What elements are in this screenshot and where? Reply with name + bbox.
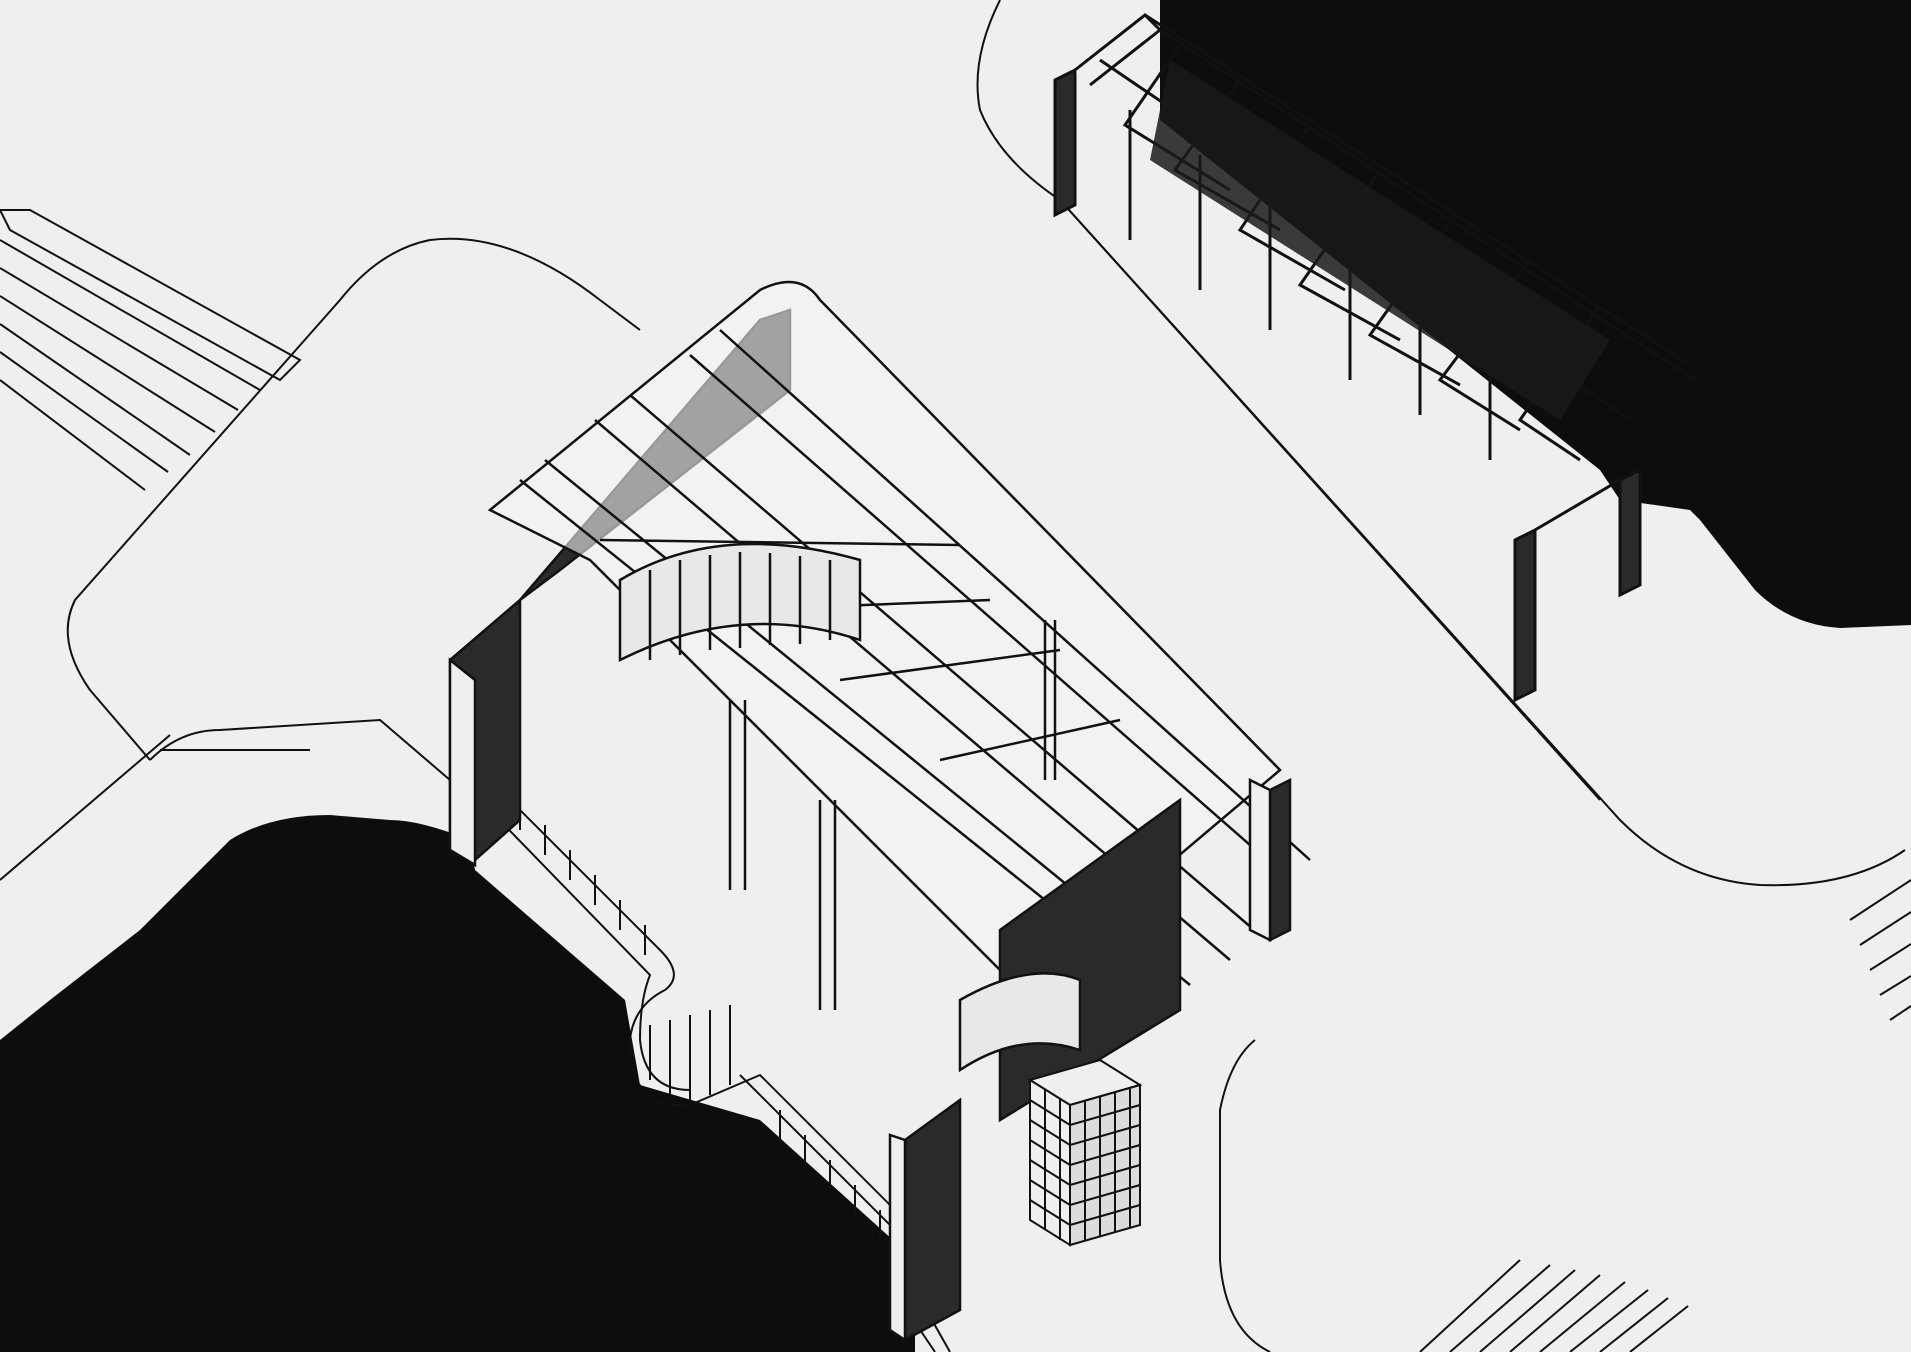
main-pavilion: [448, 280, 1311, 1343]
small-kiosk-tower: [1027, 1058, 1143, 1247]
canopy-left-pier: [1053, 67, 1077, 218]
upper-left-crosswalk: [0, 209, 302, 491]
street-curb-line: [976, 0, 1906, 887]
lower-right-crosswalk: [1419, 1259, 1689, 1352]
canopy-right-pier: [1513, 527, 1537, 703]
dark-water-lower-left: [0, 815, 915, 1352]
pavilion-roof: [487, 280, 1282, 992]
secondary-canopy-structure: [1053, 12, 1696, 703]
right-edge-crosswalk: [1849, 879, 1911, 1021]
ramp-with-railing: [479, 769, 906, 1241]
